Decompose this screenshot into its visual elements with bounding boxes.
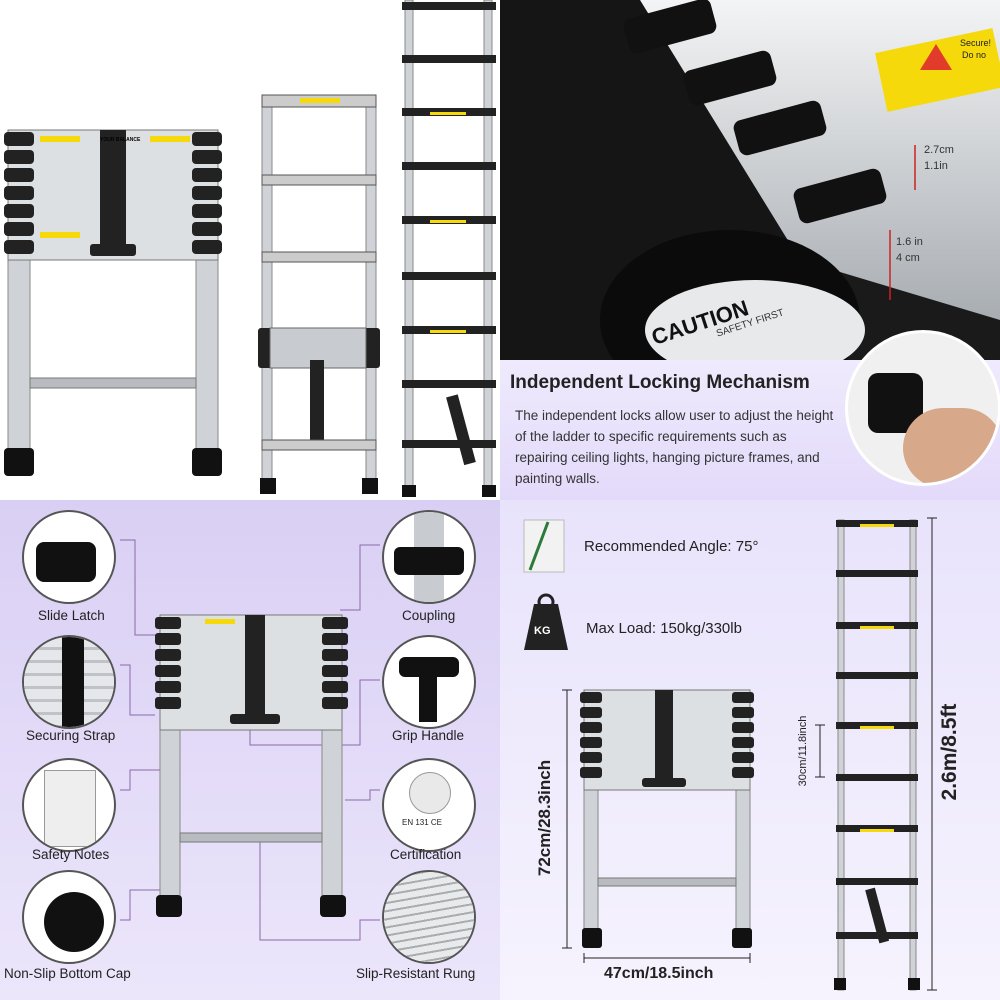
- measure-1b: 1.1in: [924, 160, 948, 172]
- lock-description: The independent locks allow user to adju…: [515, 408, 834, 486]
- ladder-views-illustration: [4, 0, 496, 497]
- lock-title: Independent Locking Mechanism: [510, 372, 810, 393]
- label-non-slip-bottom-cap: Non-Slip Bottom Cap: [4, 966, 131, 981]
- dimensions-panel: KG Recommended Angle: 75° Max Load: 150k…: [500, 500, 1000, 1000]
- max-load: Max Load: 150kg/330lb: [586, 620, 742, 637]
- label-grip-handle: Grip Handle: [392, 728, 465, 743]
- parts-ladder: [155, 614, 348, 917]
- rung-spacing-label: 30cm/11.8inch: [797, 715, 809, 787]
- grip-handle-closeup: [382, 635, 476, 729]
- measure-2a: 1.6 in: [896, 236, 923, 248]
- locking-mechanism-panel: Secure! Do no 2.7cm 1.1in 1.6 in 4 cm CA…: [500, 0, 1000, 500]
- closed-ladder-dims: [580, 689, 754, 948]
- measure-2b: 4 cm: [896, 252, 920, 264]
- width-label: 47cm/18.5inch: [604, 965, 714, 982]
- bottom-cap-closeup: [22, 870, 116, 964]
- parts-callout-panel: EN 131 CE Slide Latch Securing Strap Saf…: [0, 500, 500, 1000]
- recommended-angle: Recommended Angle: 75°: [584, 538, 759, 555]
- height-extended-label: 2.6m/8.5ft: [938, 703, 961, 801]
- balance-label: YOUR BALANCE: [100, 137, 141, 143]
- half-extended-ladder: [258, 94, 380, 494]
- height-closed-label: 72cm/28.3inch: [535, 759, 554, 877]
- warning-text-2: Do no: [962, 50, 987, 60]
- slide-latch-closeup: [22, 510, 116, 604]
- collapsed-ladder: [4, 129, 222, 476]
- label-slip-resistant-rung: Slip-Resistant Rung: [356, 966, 476, 981]
- parts-ladder-illustration: [120, 539, 380, 941]
- label-slide-latch: Slide Latch: [38, 608, 105, 623]
- coupling-closeup: [382, 510, 476, 604]
- dimensions-illustration: [523, 517, 937, 991]
- extended-ladder: [402, 0, 496, 497]
- label-coupling: Coupling: [402, 608, 456, 623]
- label-safety-notes: Safety Notes: [32, 847, 110, 862]
- label-certification: Certification: [390, 847, 462, 862]
- warning-text-1: Secure!: [960, 38, 992, 48]
- cert-text: EN 131 CE: [402, 818, 443, 827]
- securing-strap-closeup: [22, 635, 116, 729]
- label-securing-strap: Securing Strap: [26, 728, 116, 743]
- extended-ladder-dims: [834, 519, 920, 991]
- lock-hand-closeup: [845, 330, 1000, 486]
- measure-1a: 2.7cm: [924, 144, 954, 156]
- ladder-views-panel: YOUR BALANCE: [0, 0, 500, 500]
- weight-icon: [524, 593, 568, 650]
- certification-closeup: EN 131 CE: [382, 758, 476, 852]
- kg-icon-text: KG: [534, 625, 551, 637]
- angle-icon: [523, 519, 565, 573]
- rung-closeup: [382, 870, 476, 964]
- safety-notes-closeup: [22, 758, 116, 852]
